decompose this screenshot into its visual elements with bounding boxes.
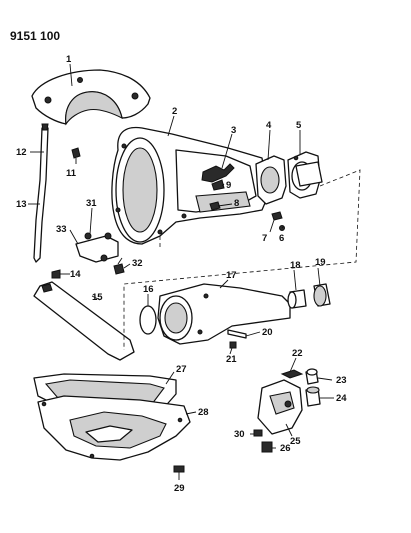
callout-30: 30 [234, 429, 245, 440]
callout-28: 28 [198, 407, 209, 418]
part-transmission-case [111, 126, 269, 245]
callout-31: 31 [86, 198, 97, 209]
callout-16: 16 [143, 284, 154, 295]
part-vent-fitting [71, 147, 81, 164]
callout-4: 4 [266, 120, 272, 131]
callout-1: 1 [66, 54, 72, 65]
callout-3: 3 [231, 125, 236, 136]
part-mount-insulator [257, 379, 303, 435]
callout-labels: 1 2 3 4 5 6 7 8 9 11 12 13 14 15 16 17 1… [16, 54, 347, 494]
callout-8: 8 [234, 198, 239, 209]
part-bushing-cup [305, 386, 321, 407]
part-drain-bolt [173, 465, 185, 480]
part-shift-lever [201, 163, 235, 183]
part-nut [253, 429, 263, 437]
callout-20: 20 [262, 327, 273, 338]
part-bolt [261, 441, 273, 453]
callout-29: 29 [174, 483, 185, 494]
part-gasket [255, 155, 287, 205]
part-pin [227, 329, 247, 349]
callout-11: 11 [66, 168, 77, 179]
part-bushing [287, 289, 307, 309]
part-extension-plate [287, 151, 323, 199]
callout-2: 2 [172, 106, 177, 117]
callout-17: 17 [226, 270, 237, 281]
part-crossmember [33, 281, 135, 361]
connection-line-upper [123, 169, 361, 350]
callout-21: 21 [226, 354, 237, 365]
part-dipstick-tube [33, 123, 49, 263]
callout-23: 23 [336, 375, 347, 386]
callout-22: 22 [292, 348, 303, 359]
callout-25: 25 [290, 436, 301, 447]
leader-lines [28, 63, 334, 449]
callout-18: 18 [290, 260, 301, 271]
document-id: 9151 100 [10, 29, 60, 43]
callout-5: 5 [296, 120, 302, 131]
callout-26: 26 [280, 443, 291, 454]
part-mount-bracket [75, 232, 125, 275]
callout-19: 19 [315, 257, 326, 268]
part-seal [313, 283, 331, 307]
leader-32 [123, 263, 131, 269]
callout-15: 15 [92, 292, 103, 303]
callout-9: 9 [226, 180, 231, 191]
callout-27: 27 [176, 364, 187, 375]
part-dust-cover [31, 69, 151, 126]
callout-12: 12 [16, 147, 27, 158]
part-oring [139, 305, 157, 335]
part-bushing-small [305, 368, 319, 385]
part-screw [51, 269, 70, 279]
callout-14: 14 [70, 269, 81, 280]
callout-24: 24 [336, 393, 347, 404]
part-spacer-plate [280, 369, 304, 379]
part-fittings [209, 179, 285, 231]
callout-13: 13 [16, 199, 27, 210]
callout-33: 33 [56, 224, 67, 235]
callout-6: 6 [279, 233, 284, 244]
part-extension-housing [157, 283, 291, 345]
part-oil-pan [37, 395, 191, 461]
callout-32: 32 [132, 258, 143, 269]
callout-7: 7 [262, 233, 267, 244]
